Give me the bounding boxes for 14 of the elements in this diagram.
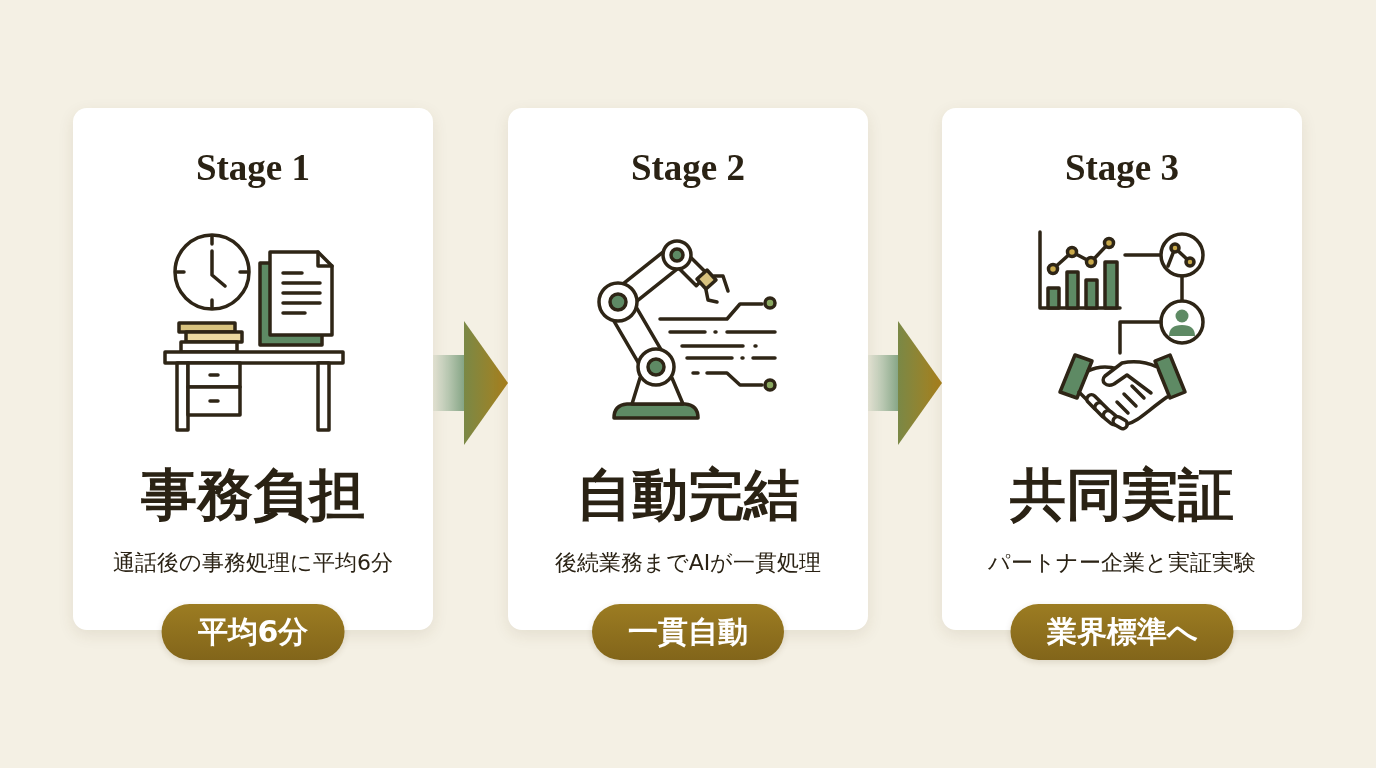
stage-title: 自動完結	[576, 463, 800, 528]
stage-heading: Stage 3	[1064, 146, 1180, 190]
stage-title: 共同実証	[1010, 463, 1234, 528]
stage-description: 通話後の事務処理に平均6分	[113, 549, 393, 577]
stage-description: 後続業務までAIが一貫処理	[554, 549, 822, 577]
stage-title: 事務負担	[141, 463, 365, 528]
stage-description: パートナー企業と実証実験	[988, 549, 1256, 577]
arrow	[868, 321, 942, 445]
stage-badge: 業界標準へ	[1010, 604, 1234, 660]
stage-heading: Stage 2	[630, 146, 746, 190]
stage-badge: 一貫自動	[592, 604, 784, 660]
arrow	[433, 321, 508, 445]
stage-badge: 平均6分	[161, 604, 345, 660]
stage-heading: Stage 1	[195, 146, 311, 190]
